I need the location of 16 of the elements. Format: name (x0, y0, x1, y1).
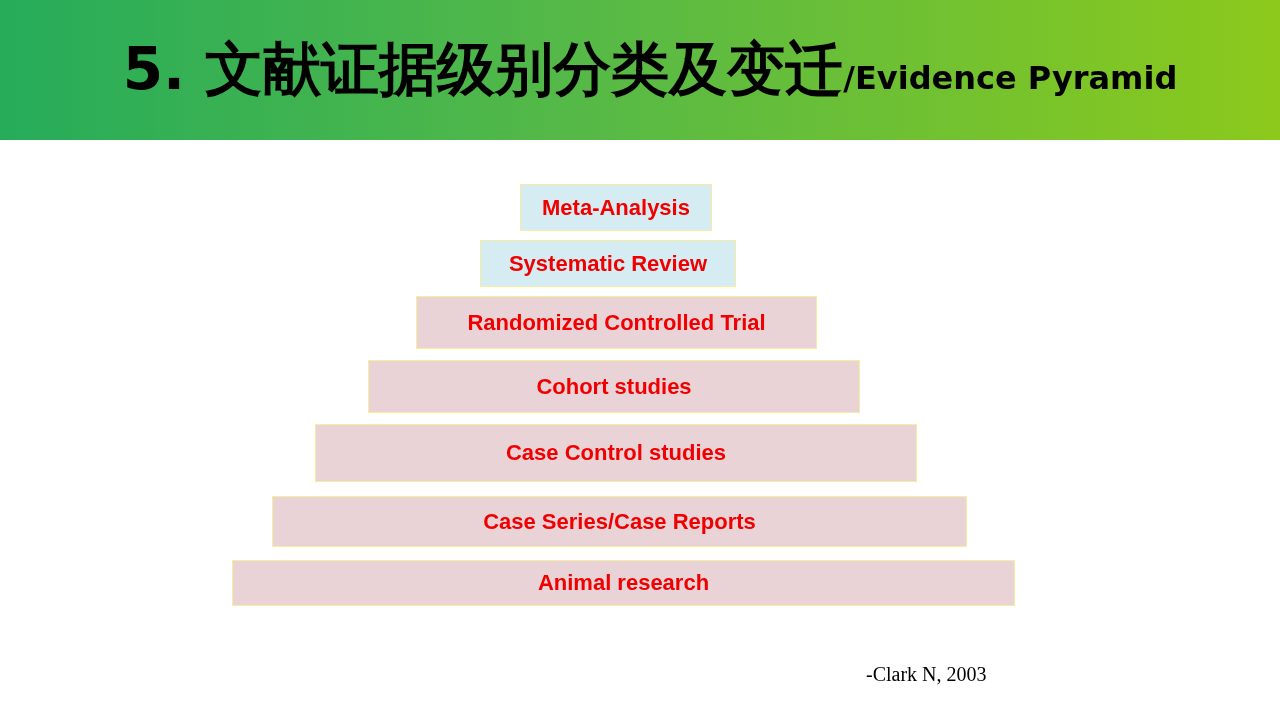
pyramid-tier (315, 424, 917, 482)
pyramid-tier (368, 360, 860, 413)
tier-label: Case Series/Case Reports (483, 508, 756, 535)
citation: -Clark N, 2003 (866, 663, 987, 686)
pyramid-tier (416, 296, 817, 349)
slide-title: 5. 文献证据级别分类及变迁/Evidence Pyramid (121, 34, 1178, 105)
tier-label: Randomized Controlled Trial (467, 309, 766, 336)
tier-label: Meta-Analysis (542, 194, 690, 221)
tier-label: Case Control studies (505, 440, 726, 466)
pyramid-tier (272, 496, 967, 547)
tier-label: Animal research (537, 570, 710, 596)
pyramid-tier (480, 240, 736, 287)
tier-label: Systematic Review (508, 250, 708, 277)
pyramid-tier (232, 560, 1015, 606)
tier-label: Cohort studies (536, 373, 692, 400)
pyramid-tier (520, 184, 712, 231)
